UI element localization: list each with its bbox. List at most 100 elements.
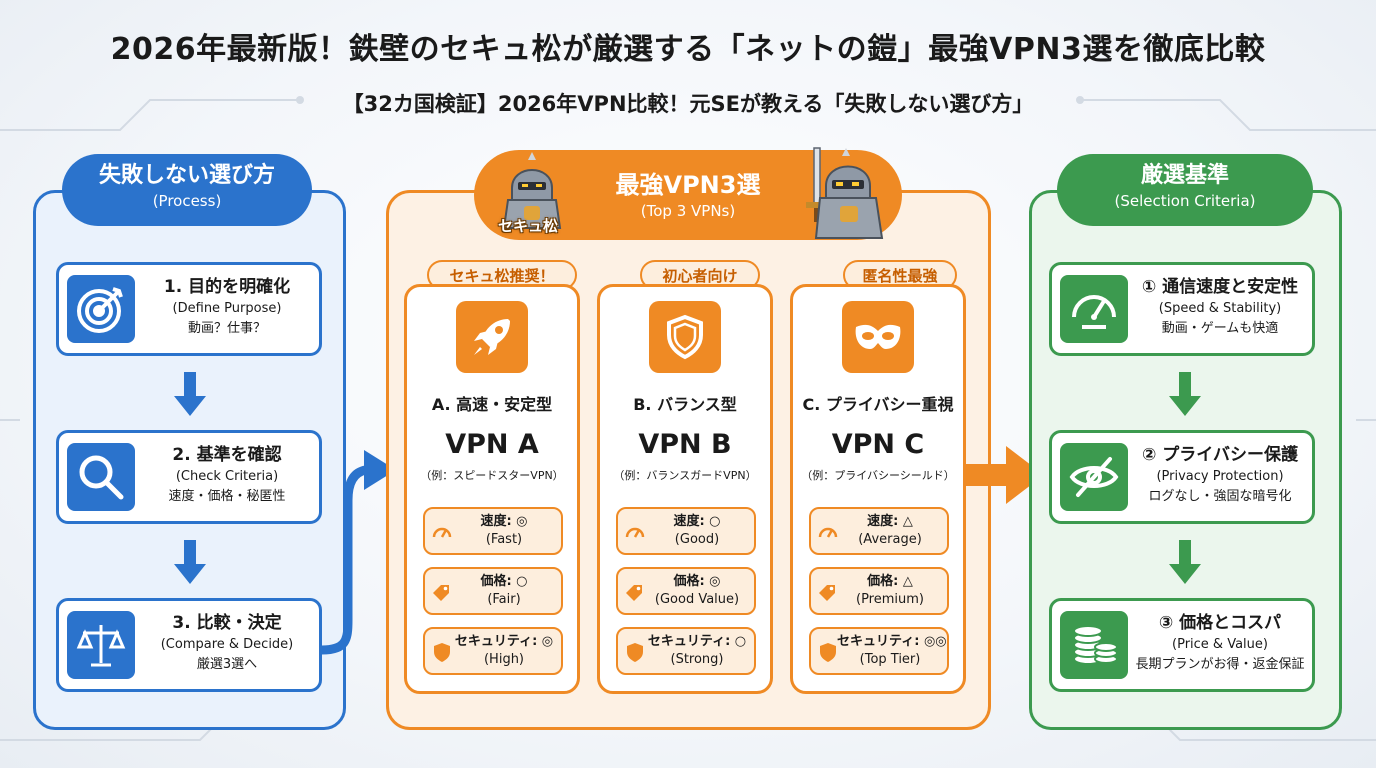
criteria-item-1: ① 通信速度と安定性 (Speed & Stability) 動画・ゲームも快適 <box>1049 262 1315 356</box>
step-english: (Compare & Decide) <box>160 637 294 652</box>
process-step-3: 3. 比較・決定 (Compare & Decide) 厳選3選へ <box>56 598 322 692</box>
criteria-title: ③ 価格とコスパ <box>1158 613 1282 633</box>
coins-icon <box>1060 611 1128 679</box>
knight-mascot-icon <box>502 152 562 229</box>
criteria-english: (Privacy Protection) <box>1156 469 1284 484</box>
shield-icon <box>434 643 450 662</box>
down-arrow-icon <box>1169 540 1201 584</box>
shield-icon <box>649 301 721 373</box>
attr-label: 速度: ○ <box>673 514 721 529</box>
attr-security: セキュリティ: ◎ (High) <box>423 627 563 675</box>
criteria-english: (Price & Value) <box>1172 637 1268 652</box>
shield-icon <box>820 643 836 662</box>
vpn-card-c[interactable]: C. プライバシー重視 VPN C （例：プライバシーシールド） 速度: △ (A… <box>790 284 966 694</box>
attr-label: 速度: ◎ <box>480 514 528 529</box>
process-subtitle: (Process) <box>152 192 222 210</box>
criteria-note: 動画・ゲームも快適 <box>1161 321 1279 336</box>
right-arrow-icon <box>966 446 1044 504</box>
mask-icon <box>842 301 914 373</box>
attr-value: (Average) <box>858 532 922 547</box>
attr-label: セキュリティ: ◎ <box>454 634 554 649</box>
attr-label: 価格: △ <box>867 574 913 589</box>
price-tag-icon <box>819 585 835 601</box>
process-step-1: 1. 目的を明確化 (Define Purpose) 動画？仕事？ <box>56 262 322 356</box>
attr-label: 価格: ◎ <box>673 574 721 589</box>
top3-subtitle: (Top 3 VPNs) <box>640 202 736 220</box>
mascot-label: セキュ松 <box>498 217 559 235</box>
speedometer-icon <box>818 527 838 538</box>
step-title: 1. 目的を明確化 <box>163 277 291 297</box>
scale-icon <box>67 611 135 679</box>
criteria-item-2: ② プライバシー保護 (Privacy Protection) ログなし・強固な… <box>1049 430 1315 524</box>
attr-speed: 速度: △ (Average) <box>809 507 949 555</box>
page-title: 2026年最新版！鉄壁のセキュ松が厳選する「ネットの鎧」最強VPN3選を徹底比較 <box>110 32 1266 67</box>
price-tag-icon <box>433 585 449 601</box>
vpn-example: （例：バランスガードVPN） <box>613 469 757 482</box>
attr-speed: 速度: ◎ (Fast) <box>423 507 563 555</box>
vpn-type: B. バランス型 <box>633 395 737 414</box>
vpn-card-b[interactable]: B. バランス型 VPN B （例：バランスガードVPN） 速度: ○ (Good… <box>597 284 773 694</box>
attr-price: 価格: ◎ (Good Value) <box>616 567 756 615</box>
step-note: 速度・価格・秘匿性 <box>168 489 286 504</box>
attr-price: 価格: △ (Premium) <box>809 567 949 615</box>
criteria-header: 厳選基準 (Selection Criteria) <box>1057 154 1313 226</box>
attr-speed: 速度: ○ (Good) <box>616 507 756 555</box>
criteria-note: 長期プランがお得・返金保証 <box>1135 657 1305 672</box>
process-step-2: 2. 基準を確認 (Check Criteria) 速度・価格・秘匿性 <box>56 430 322 524</box>
target-icon <box>67 275 135 343</box>
attr-label: セキュリティ: ○ <box>647 634 747 649</box>
knight-sword-mascot-icon <box>806 147 884 239</box>
criteria-subtitle: (Selection Criteria) <box>1114 192 1256 210</box>
vpn-name: VPN C <box>831 429 925 460</box>
page-subtitle: 【32カ国検証】2026年VPN比較！元SEが教える「失敗しない選び方」 <box>342 92 1034 116</box>
criteria-english: (Speed & Stability) <box>1158 301 1282 316</box>
vpn-type: C. プライバシー重視 <box>802 395 954 414</box>
step-title: 3. 比較・決定 <box>172 613 282 633</box>
vpn-name: VPN A <box>445 429 539 460</box>
attr-security: セキュリティ: ○ (Strong) <box>616 627 756 675</box>
attr-value: (Fair) <box>487 592 521 607</box>
rocket-icon <box>456 301 528 373</box>
attr-label: 価格: ○ <box>480 574 528 589</box>
attr-label: 速度: △ <box>867 514 913 529</box>
vpn-card-a[interactable]: A. 高速・安定型 VPN A （例：スピードスターVPN） 速度: ◎ (Fas… <box>404 284 580 694</box>
speedometer-icon <box>1060 275 1128 343</box>
shield-icon <box>627 643 643 662</box>
criteria-title: ① 通信速度と安定性 <box>1141 277 1299 297</box>
step-english: (Check Criteria) <box>175 469 279 484</box>
attr-security: セキュリティ: ◎◎ (Top Tier) <box>809 627 949 675</box>
eye-slash-icon <box>1060 443 1128 511</box>
attr-value: (Good) <box>674 532 720 547</box>
attr-value: (Premium) <box>856 592 924 607</box>
vpn-example: （例：スピードスターVPN） <box>420 469 564 482</box>
speedometer-icon <box>625 527 645 538</box>
step-note: 厳選3選へ <box>196 657 258 672</box>
down-arrow-icon <box>174 372 206 416</box>
criteria-title: 厳選基準 <box>1140 163 1229 188</box>
search-icon <box>67 443 135 511</box>
vpn-type: A. 高速・安定型 <box>431 395 553 414</box>
attr-value: (Top Tier) <box>859 652 921 667</box>
flow-arrow-icon <box>321 450 396 655</box>
criteria-item-3: ③ 価格とコスパ (Price & Value) 長期プランがお得・返金保証 <box>1049 598 1315 692</box>
attr-value: (Good Value) <box>654 592 740 607</box>
top3-title: 最強VPN3選 <box>615 171 761 199</box>
price-tag-icon <box>626 585 642 601</box>
attr-value: (Strong) <box>670 652 724 667</box>
attr-value: (High) <box>483 652 525 667</box>
vpn-example: （例：プライバシーシールド） <box>801 469 955 482</box>
attr-label: セキュリティ: ◎◎ <box>837 634 947 649</box>
criteria-title: ② プライバシー保護 <box>1142 445 1298 465</box>
down-arrow-icon <box>174 540 206 584</box>
attr-price: 価格: ○ (Fair) <box>423 567 563 615</box>
vpn-name: VPN B <box>638 429 732 460</box>
down-arrow-icon <box>1169 372 1201 416</box>
process-title: 失敗しない選び方 <box>98 163 275 188</box>
attr-value: (Fast) <box>485 532 523 547</box>
step-english: (Define Purpose) <box>172 301 282 316</box>
process-header: 失敗しない選び方 (Process) <box>62 154 312 226</box>
speedometer-icon <box>432 527 452 538</box>
criteria-note: ログなし・強固な暗号化 <box>1148 489 1292 504</box>
step-note: 動画？仕事？ <box>187 321 266 336</box>
step-title: 2. 基準を確認 <box>172 445 282 465</box>
